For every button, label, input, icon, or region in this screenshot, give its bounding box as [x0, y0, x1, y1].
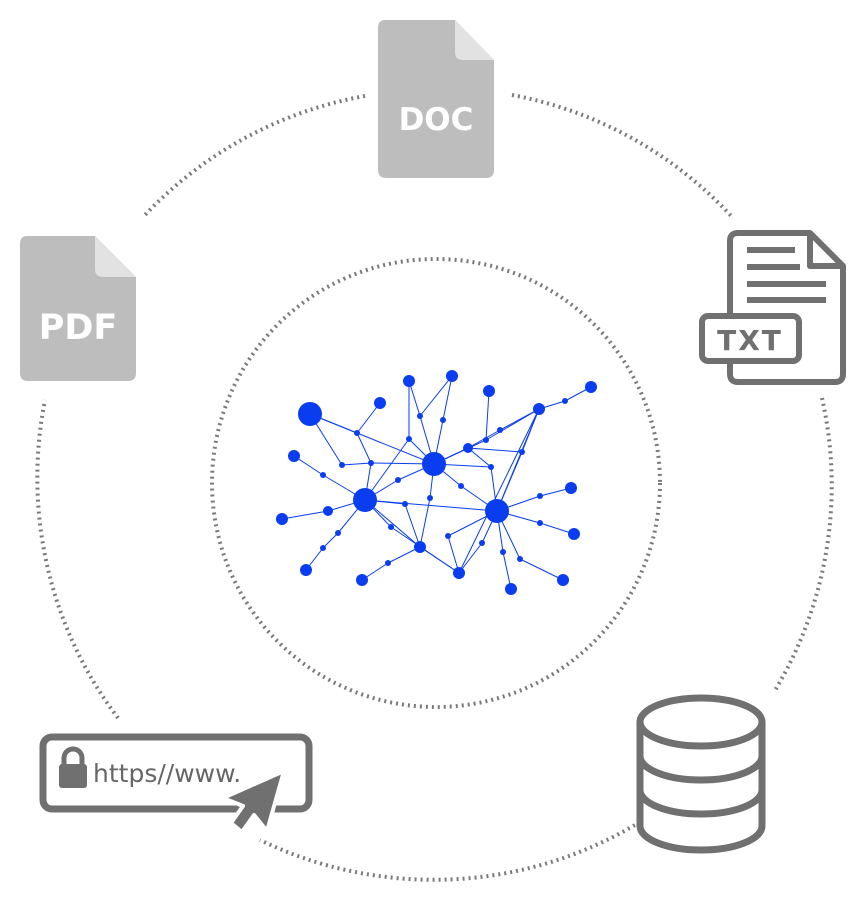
network-node	[395, 477, 401, 483]
network-node	[463, 443, 473, 453]
network-edge	[496, 408, 540, 512]
network-edge	[356, 432, 372, 464]
network-node	[446, 370, 458, 382]
network-node	[320, 545, 326, 551]
network-node	[427, 495, 433, 501]
network-edge	[485, 408, 540, 441]
network-node	[453, 567, 465, 579]
network-node	[483, 437, 489, 443]
network-edge	[364, 499, 421, 548]
network-edge	[364, 499, 498, 512]
network-node	[458, 483, 464, 489]
network-graph-icon	[276, 370, 597, 595]
network-node	[519, 449, 525, 455]
network-node	[500, 549, 506, 555]
network-edge	[419, 497, 431, 548]
network-edge	[341, 462, 372, 466]
outer-dotted-ring	[35, 93, 834, 882]
txt-label: TXT	[717, 324, 783, 357]
network-edge	[309, 413, 435, 465]
network-node	[288, 450, 300, 462]
network-edge	[364, 438, 410, 501]
network-node	[353, 488, 377, 512]
network-node	[323, 506, 333, 516]
network-node	[385, 560, 391, 566]
network-node	[565, 482, 577, 494]
network-node	[485, 499, 509, 523]
network-node	[585, 381, 597, 393]
browser-url-bar-icon: https//www.	[39, 733, 313, 834]
network-edge	[419, 546, 460, 574]
network-node	[537, 520, 543, 526]
database-icon	[636, 694, 766, 854]
inner-dotted-ring	[210, 257, 662, 709]
network-edge	[404, 503, 421, 548]
network-edge	[458, 408, 540, 574]
network-node	[483, 385, 495, 397]
network-edge	[519, 558, 564, 581]
network-edge	[442, 375, 453, 421]
network-node	[533, 403, 545, 415]
txt-file-icon: TXT	[699, 230, 846, 385]
network-node	[406, 436, 412, 442]
network-node	[298, 402, 322, 426]
network-node	[335, 530, 341, 536]
network-node	[479, 540, 485, 546]
network-edge	[458, 542, 483, 574]
network-node	[568, 528, 580, 540]
network-edge	[281, 510, 329, 520]
network-edge	[356, 402, 381, 434]
network-node	[445, 533, 451, 539]
doc-file-icon: DOC	[378, 20, 494, 178]
network-node	[557, 574, 569, 586]
network-node	[356, 574, 368, 586]
network-node	[402, 501, 408, 507]
network-node	[440, 417, 446, 423]
network-node	[505, 583, 517, 595]
network-node	[403, 375, 415, 387]
network-edge	[467, 447, 523, 453]
network-edge	[322, 532, 339, 549]
network-node	[320, 472, 326, 478]
network-node	[368, 460, 374, 466]
pdf-label: PDF	[39, 308, 118, 348]
network-node	[354, 430, 360, 436]
network-node	[417, 413, 423, 419]
doc-label: DOC	[399, 102, 474, 138]
network-node	[488, 464, 494, 470]
network-edge	[502, 551, 512, 590]
network-node	[300, 564, 312, 576]
cursor-arrow-icon	[221, 769, 286, 834]
network-node	[276, 513, 288, 525]
network-node	[388, 524, 394, 530]
network-edge	[408, 380, 421, 417]
network-node	[562, 398, 568, 404]
lock-icon	[59, 746, 87, 788]
network-edge	[485, 390, 490, 441]
url-text: https//www.	[93, 759, 241, 788]
network-edge	[419, 375, 453, 417]
network-node	[374, 397, 386, 409]
network-node	[339, 462, 345, 468]
network-node	[517, 556, 523, 562]
network-node	[422, 452, 446, 476]
network-node	[414, 541, 426, 553]
network-node	[497, 427, 503, 433]
pdf-file-icon: PDF	[20, 236, 136, 381]
network-node	[537, 493, 543, 499]
network-edge	[447, 535, 460, 574]
